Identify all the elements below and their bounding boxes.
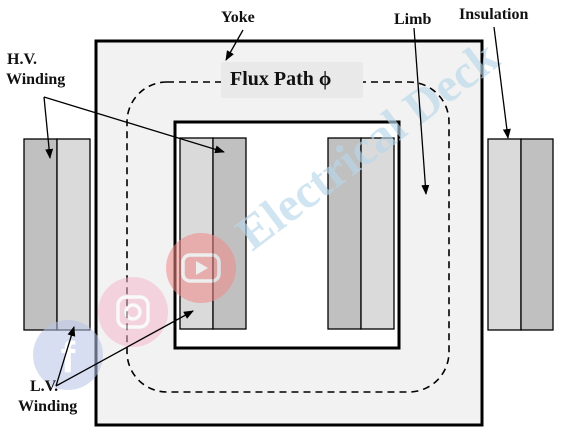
limb-arrow	[413, 27, 430, 195]
flux-label-background	[221, 62, 363, 98]
hv-winding-right-limb	[327, 137, 362, 330]
limb-label: Limb	[394, 11, 432, 28]
lv-winding-right-limb	[360, 137, 395, 330]
hv-arrow-outer	[43, 96, 54, 159]
yoke-label: Yoke	[221, 9, 255, 26]
lv-winding-label-line2: Winding	[18, 398, 78, 415]
lv-arrow-inner	[55, 310, 194, 387]
lv-winding-outer-right	[487, 138, 522, 331]
yoke-arrow	[225, 29, 244, 61]
flux-path-label: Flux Path ϕ	[230, 68, 332, 90]
hv-winding-outer-right	[520, 138, 554, 331]
hv-winding-label-line2: Winding	[6, 71, 66, 88]
hv-arrow-inner	[43, 96, 225, 154]
lv-arrow-outer	[55, 326, 76, 387]
hv-winding-label-line1: H.V.	[7, 51, 37, 68]
insulation-arrow	[493, 26, 511, 139]
lv-winding-label-line1: L.V.	[30, 378, 59, 395]
insulation-label: Insulation	[459, 6, 529, 23]
